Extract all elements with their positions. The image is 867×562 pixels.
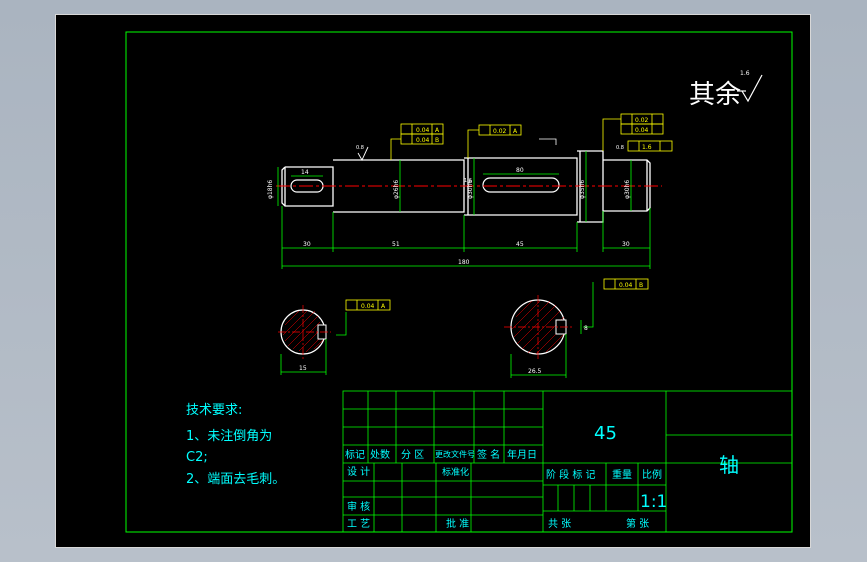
tol-top-right-1: 0.02 (635, 117, 649, 124)
datum-marker-right (627, 140, 673, 152)
dim-d3: φ30h6 (467, 180, 474, 199)
direction-arrow-mid (539, 138, 557, 145)
tb-change-doc: 更改文件号 (435, 449, 475, 459)
shaft-drawing: 其余 1.6 φ18h6 φ26h6 φ30h6 φ35h6 (125, 31, 793, 533)
tolerance-frame-top-right (602, 113, 664, 151)
tech-line3: 2、端面去毛刺。 (186, 472, 285, 487)
tb-part-name: 轴 (719, 453, 739, 477)
dim-sec-right-key: 8 (584, 325, 588, 332)
tol-top-left-1: 0.04 (416, 127, 430, 134)
tb-stage-mark: 阶 段 标 记 (546, 468, 596, 481)
tb-scale: 1:1 (640, 492, 667, 512)
surface-mark-right: 0.8 (616, 145, 624, 151)
tolerance-frame-section-right (603, 278, 649, 290)
title-block-grid (342, 390, 793, 533)
roughness-value: 1.6 (740, 70, 750, 77)
section-right-dims (510, 282, 594, 378)
dim-sec-right-depth: 26.5 (528, 368, 542, 375)
tb-scale-label: 比例 (642, 468, 662, 481)
section-right (504, 295, 572, 361)
dim-total: 180 (458, 259, 470, 266)
tol-section-right: 0.04 (619, 282, 633, 289)
dim-key-right: 80 (516, 167, 524, 174)
datum-b-2: B (639, 282, 643, 289)
tb-count: 处数 (370, 448, 390, 461)
tb-material: 45 (594, 423, 617, 444)
tech-line1: 1、未注倒角为 (186, 429, 272, 444)
tb-sheet-no: 第 张 (626, 517, 649, 530)
tol-top-left-2: 0.04 (416, 137, 430, 144)
surface-mark-left-icon (357, 146, 369, 161)
tol-top-mid: 0.02 (493, 128, 507, 135)
tb-total-sheets: 共 张 (548, 518, 571, 530)
roughness-label: 其余 (689, 80, 741, 110)
dim-sec-left-depth: 15 (299, 365, 307, 372)
tb-review: 审 核 (347, 500, 370, 513)
dim-key-left: 14 (301, 169, 309, 176)
tb-date: 年月日 (507, 448, 537, 461)
tol-section-left: 0.04 (361, 303, 375, 310)
section-left (278, 305, 331, 359)
tol-top-right-2: 0.04 (635, 127, 649, 134)
dim-len2: 51 (392, 241, 400, 248)
tech-line2: C2; (186, 450, 208, 465)
surface-mark-key: 1.6 (464, 178, 472, 184)
surface-mark-left: 0.8 (356, 145, 364, 151)
tb-design: 设 计 (347, 465, 370, 478)
dim-len4: 30 (622, 241, 630, 248)
tb-sign: 签 名 (477, 448, 500, 461)
dim-d1: φ18h6 (267, 180, 274, 199)
datum-a-3: A (381, 303, 386, 310)
tolerance-frame-top-left (390, 123, 444, 160)
tb-standardize: 标准化 (442, 466, 469, 478)
keyway-right (482, 177, 560, 193)
tb-zone: 分 区 (401, 449, 424, 461)
surface-mark-flange: 1.6 (642, 144, 652, 151)
dim-len1: 30 (303, 241, 311, 248)
datum-a-1: A (435, 127, 440, 134)
datum-a-2: A (513, 128, 518, 135)
dim-d5: φ30h6 (624, 180, 631, 199)
roughness-symbol-icon (737, 74, 763, 103)
tolerance-frame-top-mid (467, 124, 522, 158)
tb-mark: 标记 (345, 449, 365, 461)
tech-title: 技术要求: (186, 403, 242, 418)
datum-b-1: B (435, 137, 439, 144)
dim-d4: φ35h6 (579, 180, 586, 199)
tb-approve: 批 准 (446, 517, 469, 530)
diameter-dimensions (277, 151, 632, 222)
dim-d2: φ26h6 (393, 180, 400, 199)
length-dimensions (281, 206, 651, 269)
dim-len3: 45 (516, 241, 524, 248)
tb-weight: 重量 (612, 468, 632, 481)
tb-process: 工 艺 (347, 518, 370, 530)
tolerance-frame-section-left (345, 299, 391, 311)
section-left-dims (280, 312, 347, 375)
drawing-canvas[interactable]: 其余 1.6 φ18h6 φ26h6 φ30h6 φ35h6 (55, 14, 811, 548)
